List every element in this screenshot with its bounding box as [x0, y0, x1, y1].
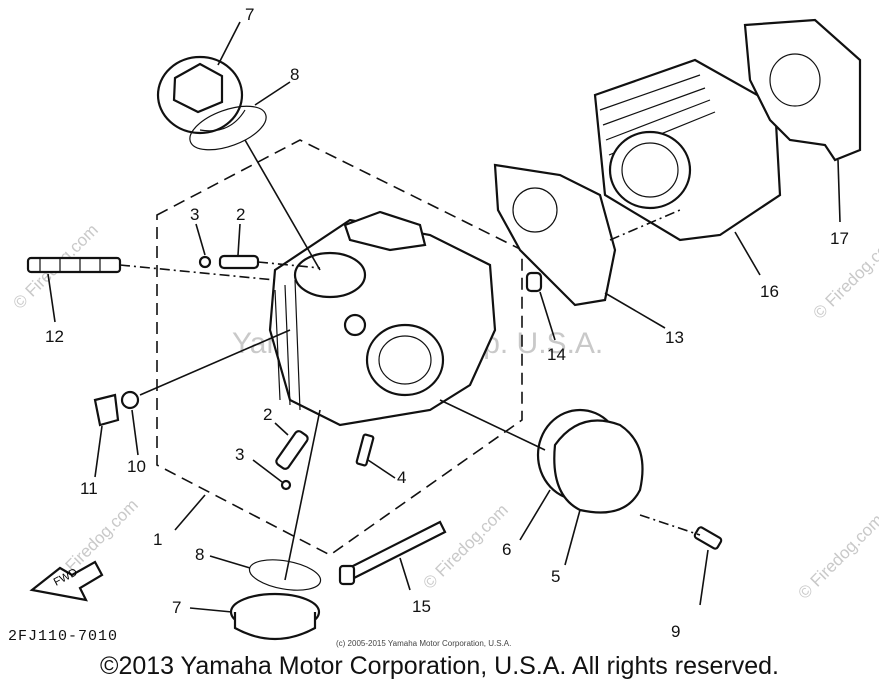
valve-guide-bottom — [275, 430, 309, 470]
callout-9: 9 — [671, 622, 680, 641]
filler-cap-bottom — [229, 592, 321, 641]
callout-17: 17 — [830, 229, 849, 248]
callout-10: 10 — [127, 457, 146, 476]
callout-5: 5 — [551, 567, 560, 586]
callout-11: 11 — [80, 479, 98, 498]
small-copyright: (c) 2005-2015 Yamaha Motor Corporation, … — [336, 639, 512, 648]
o-ring-top — [189, 105, 267, 151]
watermark-firedog-2: © Firedog.com — [419, 500, 511, 592]
spark-plug — [26, 256, 122, 274]
fwd-arrow-icon: FWD — [29, 560, 104, 602]
callout-2-bottom: 2 — [263, 405, 272, 424]
watermark-firedog-5: © Firedog.com — [794, 510, 879, 602]
filler-cap-top — [156, 55, 246, 135]
callout-1: 1 — [153, 530, 162, 549]
assembly-outline — [156, 139, 523, 556]
cylinder — [593, 58, 782, 242]
dowel-pin — [525, 271, 543, 293]
leader-lines — [47, 21, 841, 613]
clip-top — [198, 255, 212, 269]
callout-12: 12 — [45, 327, 64, 346]
callout-16: 16 — [760, 282, 779, 301]
washer-10 — [120, 390, 140, 410]
callout-4: 4 — [397, 468, 406, 487]
head-gasket — [493, 163, 617, 307]
callout-6: 6 — [502, 540, 511, 559]
copyright-footer: ©2013 Yamaha Motor Corporation, U.S.A. A… — [100, 652, 779, 680]
bolt-11 — [93, 393, 120, 427]
o-ring-bottom — [248, 559, 322, 591]
callout-13: 13 — [665, 328, 684, 347]
callout-8-bottom: 8 — [195, 545, 204, 564]
callout-15: 15 — [412, 597, 431, 616]
side-cover — [553, 419, 644, 514]
stud-bolt — [355, 433, 375, 467]
callout-7-top: 7 — [245, 5, 254, 24]
valve-guide-top — [218, 254, 260, 270]
callout-3-top: 3 — [190, 205, 199, 224]
callout-8-top: 8 — [290, 65, 299, 84]
callout-14: 14 — [547, 345, 566, 364]
callout-7-bottom: 7 — [172, 598, 181, 617]
callout-labels: 7 8 3 2 12 10 11 2 3 4 1 8 7 16 17 13 14… — [45, 5, 849, 641]
bolt-9 — [693, 526, 723, 550]
callout-3-bottom: 3 — [235, 445, 244, 464]
diagram-code: 2FJ110-7010 — [8, 628, 119, 645]
clip-bottom — [280, 479, 292, 491]
cylinder-gasket — [743, 18, 862, 162]
cylinder-head — [268, 210, 497, 427]
callout-2-top: 2 — [236, 205, 245, 224]
